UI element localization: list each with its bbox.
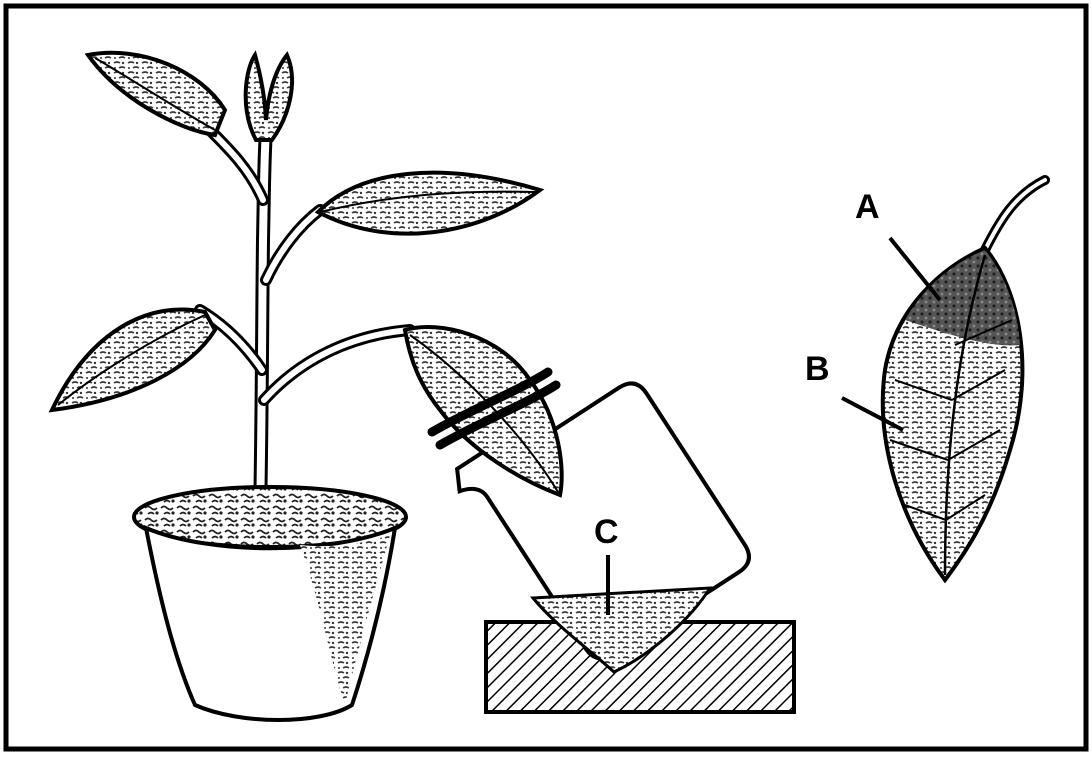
label-a: A — [855, 188, 880, 226]
label-c: C — [594, 513, 619, 551]
label-b: B — [805, 350, 830, 388]
